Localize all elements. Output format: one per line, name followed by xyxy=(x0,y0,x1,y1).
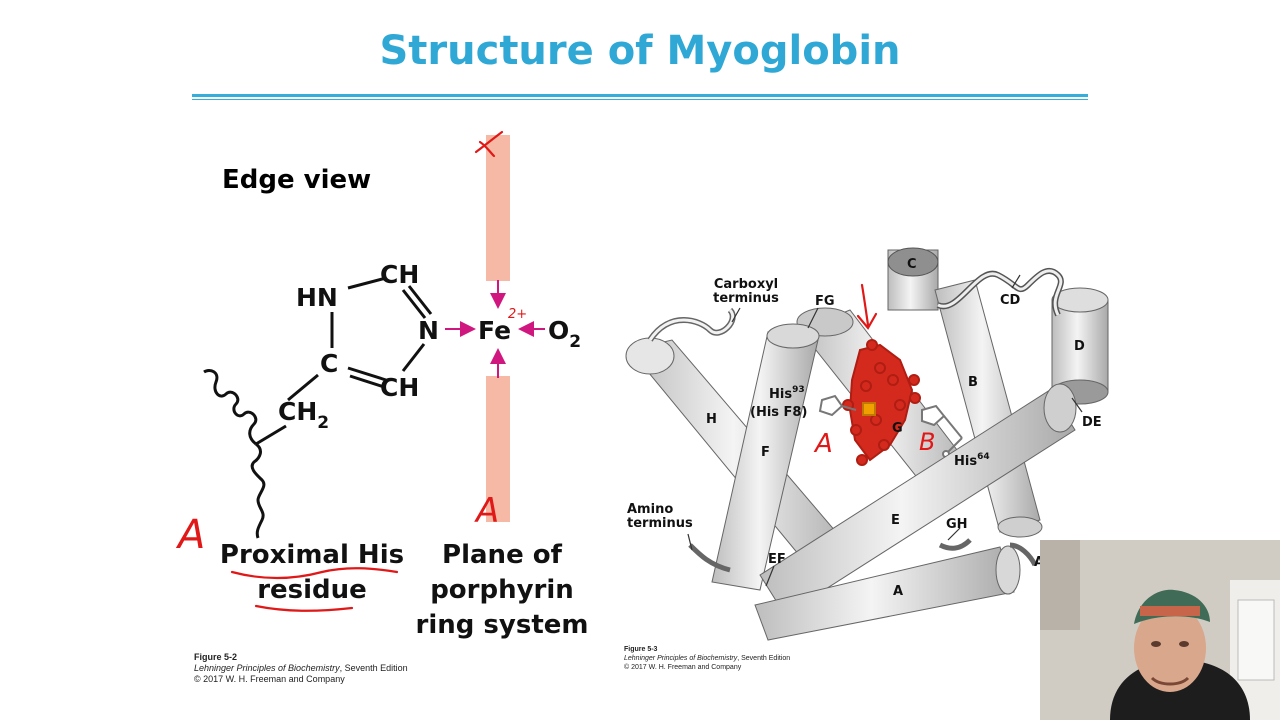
edge-view-heading: Edge view xyxy=(222,165,371,195)
amino-terminus-line1: Amino xyxy=(627,502,673,517)
carboxyl-terminus-line2: terminus xyxy=(713,291,779,306)
atom-fe: Fe xyxy=(478,316,511,345)
label-his-f8: (His F8) xyxy=(750,405,807,420)
strike-mark xyxy=(474,130,504,158)
heme-group xyxy=(842,339,921,466)
label-his64: His64 xyxy=(954,452,990,469)
title-divider xyxy=(192,94,1088,97)
caption-copyright: © 2017 W. H. Freeman and Company xyxy=(624,664,742,671)
presenter-image xyxy=(1040,540,1280,720)
underline-proximal xyxy=(230,567,399,580)
his93-sidechain xyxy=(818,394,857,417)
porphyrin-plane-bottom xyxy=(486,376,510,522)
underline-residue xyxy=(254,604,354,612)
label-e: E xyxy=(891,513,900,528)
annotation-a-left: A xyxy=(175,512,205,558)
caption-copyright: © 2017 W. H. Freeman and Company xyxy=(194,674,345,684)
label-ef: EF xyxy=(768,552,786,567)
atom-o2: O2 xyxy=(548,316,581,352)
annotation-b-heme: B xyxy=(919,428,935,456)
annotation-a-heme: A xyxy=(813,429,833,459)
his64-sidechain xyxy=(921,404,963,458)
plane-label-line2: porphyrin xyxy=(430,575,574,605)
label-g: G xyxy=(892,421,903,436)
atom-hn: HN xyxy=(296,283,338,312)
label-f: F xyxy=(761,445,770,460)
fe-charge-annotation: 2+ xyxy=(508,307,527,322)
porphyrin-plane-top xyxy=(486,135,510,281)
label-de: DE xyxy=(1082,415,1102,430)
label-cd: CD xyxy=(1000,293,1021,308)
heme-arrow xyxy=(856,283,878,330)
myoglobin-ribbon-figure: Carboxyl terminus FG C CD D B DE H His93… xyxy=(625,247,1109,641)
amino-terminus-line2: terminus xyxy=(627,516,693,531)
handwritten-annotations xyxy=(230,130,878,612)
label-b: B xyxy=(968,375,978,390)
atom-ch-top: CH xyxy=(380,260,419,289)
slide-title: Structure of Myoglobin xyxy=(379,28,901,74)
helix-f xyxy=(711,323,820,591)
caption-edition: , Seventh Edition xyxy=(339,663,408,673)
figure-5-2-caption: Figure 5-2 Lehninger Principles of Bioch… xyxy=(194,652,408,685)
figure-5-3-caption: Figure 5-3 Lehninger Principles of Bioch… xyxy=(624,645,790,672)
imidazole-ring xyxy=(203,276,433,539)
coordination-arrows xyxy=(445,280,545,378)
atom-n: N xyxy=(418,316,439,345)
atom-ch-bottom: CH xyxy=(380,373,419,402)
label-gh: GH xyxy=(946,517,968,532)
caption-book-title: Lehninger Principles of Biochemistry xyxy=(624,655,738,662)
label-c: C xyxy=(907,257,917,272)
caption-figure-number: Figure 5-3 xyxy=(624,646,658,653)
residue-label: residue xyxy=(257,575,367,605)
label-d: D xyxy=(1074,339,1085,354)
plane-label-line3: ring system xyxy=(416,610,589,640)
caption-edition: , Seventh Edition xyxy=(737,655,791,662)
label-his93: His93 xyxy=(769,385,805,402)
caption-book-title: Lehninger Principles of Biochemistry xyxy=(194,663,340,673)
atom-ch2: CH2 xyxy=(278,397,329,433)
helix-a xyxy=(754,545,1021,641)
label-fg: FG xyxy=(815,294,835,309)
helix-c xyxy=(887,247,939,311)
caption-figure-number: Figure 5-2 xyxy=(194,652,238,662)
label-a: A xyxy=(893,584,903,599)
title-divider-thin xyxy=(192,99,1088,100)
annotation-a-plane: A xyxy=(474,491,499,531)
plane-label-line1: Plane of xyxy=(442,540,563,570)
proximal-his-label: Proximal His xyxy=(220,540,404,570)
label-h: H xyxy=(706,412,717,427)
presenter-webcam xyxy=(1040,540,1280,720)
helix-e xyxy=(759,383,1077,616)
edge-view-figure: Edge view HN CH N C CH CH2 Fe O2 xyxy=(203,135,589,640)
atom-c: C xyxy=(320,349,338,378)
carboxyl-terminus-line1: Carboxyl xyxy=(714,277,778,292)
